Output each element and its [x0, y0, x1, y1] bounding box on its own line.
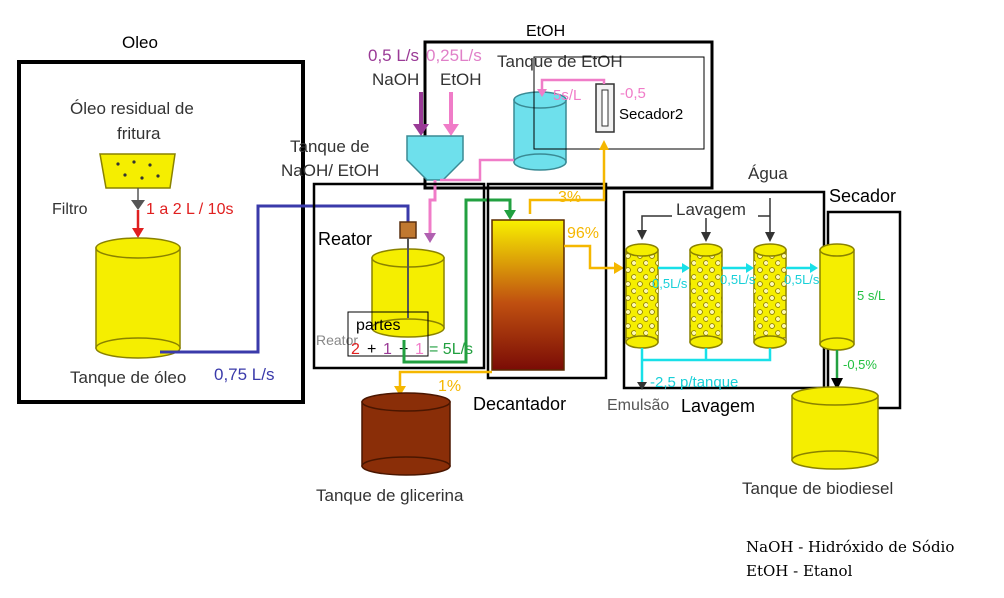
etoh-section-title: EtOH [526, 23, 565, 40]
emulsao-label: Emulsão [607, 397, 669, 414]
tanque-oleo-label: Tanque de óleo [70, 368, 186, 387]
tanque-glicerina-label: Tanque de glicerina [316, 486, 464, 505]
tanque-etoh-label: Tanque de EtOH [497, 52, 623, 71]
pct-96-label: 96% [567, 225, 599, 242]
oleo-section-title: Oleo [122, 33, 158, 52]
reator-label: Reator [318, 229, 372, 249]
ratio-2: 2 [351, 341, 360, 358]
water-arrow-1 [637, 230, 647, 240]
wash-drain-arrowhead [637, 382, 647, 390]
water-arrow-2 [701, 232, 711, 242]
pct-1-label: 1% [438, 378, 461, 395]
tanque-biodiesel-label: Tanque de biodiesel [742, 479, 893, 498]
tanque-naoh-label-1: Tanque de [290, 137, 369, 156]
etoh-tank-to-mix-line [440, 158, 514, 182]
oil-to-reactor-line [160, 204, 410, 354]
oil-tank [95, 237, 181, 359]
naoh-feed-arrowhead [413, 124, 429, 136]
oleo-residual-label-2: fritura [117, 124, 161, 143]
filtro-label: Filtro [52, 201, 88, 218]
decanter-to-secador2-arrowhead [599, 140, 609, 150]
decantador-label: Decantador [473, 394, 566, 414]
secador-label: Secador [829, 186, 896, 206]
decanter-to-washing-arrowhead [614, 262, 624, 274]
legend-naoh: NaOH - Hidróxido de Sódio [746, 538, 954, 556]
pct-3-label: 3% [558, 189, 581, 206]
wash-drain-collector [642, 348, 772, 362]
legend-etoh: EtOH - Etanol [746, 562, 853, 580]
reactor-to-decanter-line [402, 198, 512, 364]
oleo-residual-label-1: Óleo residual de [70, 99, 194, 118]
partes-box [347, 311, 429, 357]
etoh-section-box [423, 40, 714, 190]
wash-column-3 [753, 243, 787, 349]
flow-oil-filter-label: 1 a 2 L / 10s [146, 201, 233, 218]
secador-to-biodiesel-arrowhead [831, 378, 843, 390]
secador2-column [595, 83, 615, 133]
mix-to-reactor-arrowhead [424, 233, 436, 243]
biodiesel-tank [791, 386, 879, 470]
ratio-1a: 1 [383, 341, 392, 358]
wash-flow-1-label: 0,5L/s [652, 276, 688, 291]
reactor-motor-icon [399, 221, 417, 239]
decantador-box [486, 182, 608, 380]
water-arrow-3 [765, 232, 775, 242]
tanque-naoh-label-2: NaOH/ EtOH [281, 161, 379, 180]
ratio-1b: 1 [415, 341, 424, 358]
etoh-flow-label: 0,25L/s [426, 46, 482, 65]
wash-column-2 [689, 243, 723, 349]
lavagem-top-label: Lavagem [676, 200, 746, 219]
filter-icon [131, 200, 145, 210]
wash-flow-2-label: 0,5L/s [720, 272, 756, 287]
wash-drain-label: -2,5 p/tanque [650, 374, 738, 391]
mix-to-reactor-line [428, 180, 437, 236]
naoh-etoh-tank [406, 135, 464, 181]
decanter-to-glycerin-arrowhead [394, 386, 406, 396]
flow-oil-tank-label: 0,75 L/s [214, 365, 275, 384]
etoh-label: EtOH [440, 70, 482, 89]
naoh-label: NaOH [372, 70, 419, 89]
secador-column [819, 243, 855, 351]
secador2-label: Secador2 [619, 106, 683, 123]
secador2-loss-label: -0,5 [620, 85, 646, 102]
partes-label: partes [356, 317, 400, 334]
lavagem-top-label-bg [672, 198, 758, 218]
ratio-plus-1: + [367, 341, 376, 358]
wash-flow-2-arrowhead [746, 263, 754, 273]
reactor-to-decanter-arrowhead [504, 210, 516, 220]
etoh-tank [513, 91, 567, 171]
wash-column-1 [625, 243, 659, 349]
wash-flow-3-arrowhead [810, 263, 818, 273]
decanter-to-glycerin-line [398, 370, 492, 390]
etoh-feed-arrowhead [443, 124, 459, 136]
agua-label: Água [748, 164, 788, 183]
naoh-flow-label: 0,5 L/s [368, 46, 419, 65]
oleo-section-box [17, 60, 305, 404]
reator-box [312, 182, 486, 370]
decanter-to-secador2-line [528, 146, 606, 214]
fryer-oil-hopper [99, 153, 176, 189]
wash-flow-3-label: 0,5L/s [784, 272, 820, 287]
ratio-total: = 5L/s [429, 341, 473, 358]
decanter-vessel [491, 219, 565, 371]
etoh-recycle-line [540, 78, 606, 92]
glycerin-tank [361, 392, 451, 476]
secador2-box [533, 56, 705, 150]
etoh-recycle-arrowhead [537, 89, 547, 97]
secador2-rate-label: 5s/L [553, 87, 581, 104]
lavagem-bottom-label: Lavagem [681, 396, 755, 416]
decanter-to-washing-line [564, 244, 618, 270]
secador-loss-label: -0,5% [843, 357, 877, 372]
secador-rate-label: 5 s/L [857, 288, 885, 303]
wash-flow-1-arrowhead [682, 263, 690, 273]
oil-feed-arrowhead [132, 228, 144, 238]
